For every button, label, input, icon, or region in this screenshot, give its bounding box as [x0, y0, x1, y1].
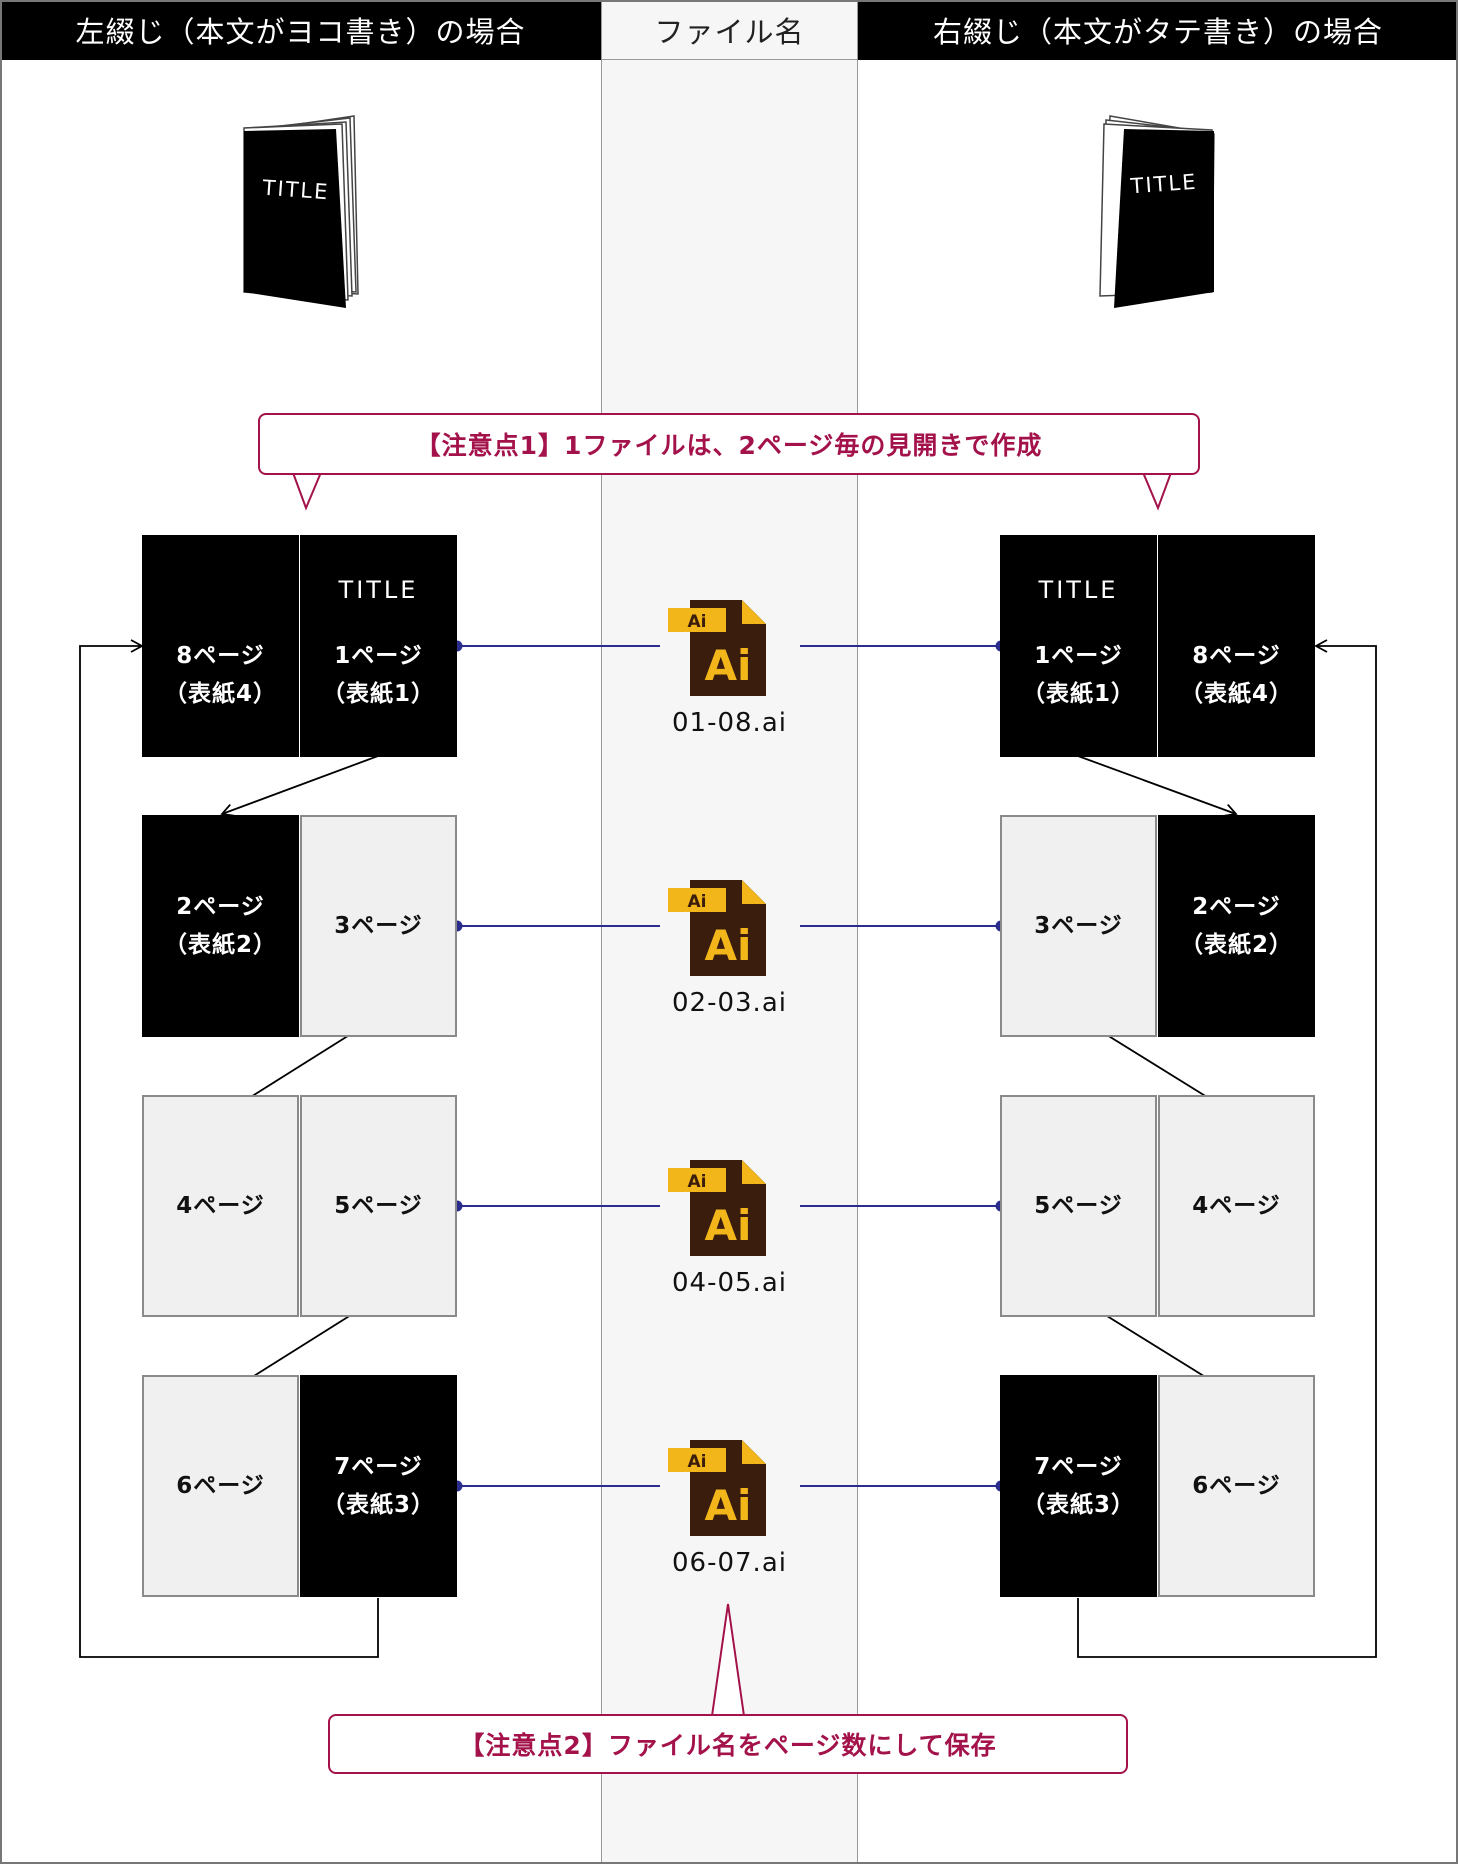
- cover-title: TITLE: [338, 576, 419, 604]
- right-spread-3-page-1: 5ページ: [1000, 1095, 1157, 1317]
- page-label-line: （表紙3）: [1021, 1492, 1135, 1518]
- ai-logo-text: Ai: [705, 1481, 752, 1530]
- page-label-line: （表紙2）: [163, 932, 277, 958]
- file-name-label: 04-05.ai: [672, 1268, 787, 1298]
- page-label-line: （表紙2）: [1179, 932, 1293, 958]
- file-name-label: 02-03.ai: [672, 988, 787, 1018]
- flow-arrow-right-1: [1077, 755, 1238, 817]
- ai-badge-text: Ai: [688, 1172, 707, 1192]
- page-label-line: 4ページ: [176, 1193, 265, 1219]
- left-spread-2-page-2: 3ページ: [300, 815, 457, 1037]
- page-label-line: 8ページ: [176, 643, 265, 669]
- left-spread-4-page-2: 7ページ （表紙3）: [300, 1375, 457, 1597]
- page-label-line: 5ページ: [1034, 1193, 1123, 1219]
- right-spread-3-page-2: 4ページ: [1158, 1095, 1315, 1317]
- page-label-line: 6ページ: [1192, 1473, 1281, 1499]
- page-label-line: 4ページ: [1192, 1193, 1281, 1219]
- ai-logo-text: Ai: [705, 921, 752, 970]
- right-spread-4-page-2: 6ページ: [1158, 1375, 1315, 1597]
- flow-arrow-right-return: [1077, 639, 1377, 1658]
- left-spread-1-page-1: 8ページ （表紙4）: [142, 535, 299, 757]
- book-illustrations: [243, 115, 1215, 308]
- page-label-line: 2ページ: [1192, 894, 1281, 920]
- header-left-binding: 左綴じ（本文がヨコ書き）の場合: [0, 0, 601, 60]
- file-name-label: 01-08.ai: [672, 708, 787, 738]
- right-spread-2-page-1: 3ページ: [1000, 815, 1157, 1037]
- page-label-line: （表紙1）: [321, 681, 435, 707]
- left-spread-2-page-1: 2ページ （表紙2）: [142, 815, 299, 1037]
- left-spread-4-page-1: 6ページ: [142, 1375, 299, 1597]
- left-spread-1-page-2: TITLE 1ページ （表紙1）: [300, 535, 457, 757]
- file-name-label: 06-07.ai: [672, 1548, 787, 1578]
- page-label-line: 6ページ: [176, 1473, 265, 1499]
- page-label-line: 5ページ: [334, 1193, 423, 1219]
- callout-note-2: 【注意点2】ファイル名をページ数にして保存: [328, 1714, 1128, 1774]
- page-label-line: 7ページ: [334, 1454, 423, 1480]
- flow-arrow-left-1: [220, 755, 379, 817]
- ai-logo-text: Ai: [705, 1201, 752, 1250]
- page-label-line: （表紙1）: [1021, 681, 1135, 707]
- page-label-line: 1ページ: [1034, 643, 1123, 669]
- page-label-line: 8ページ: [1192, 643, 1281, 669]
- page-label-line: （表紙3）: [321, 1492, 435, 1518]
- right-spread-1-page-1: TITLE 1ページ （表紙1）: [1000, 535, 1157, 757]
- page-label-line: （表紙4）: [163, 681, 277, 707]
- book-left-bound-icon: [243, 115, 359, 308]
- left-spread-3-page-2: 5ページ: [300, 1095, 457, 1317]
- left-spread-3-page-1: 4ページ: [142, 1095, 299, 1317]
- right-spread-1-page-2: 8ページ （表紙4）: [1158, 535, 1315, 757]
- callout-note-1: 【注意点1】1ファイルは、2ページ毎の見開きで作成: [258, 413, 1200, 475]
- ai-logo-text: Ai: [705, 641, 752, 690]
- book-right-bound-icon: [1099, 115, 1215, 308]
- page-label-line: 3ページ: [1034, 913, 1123, 939]
- page-label-line: 3ページ: [334, 913, 423, 939]
- page-label-line: 7ページ: [1034, 1454, 1123, 1480]
- cover-title: TITLE: [1038, 576, 1119, 604]
- page-label-line: （表紙4）: [1179, 681, 1293, 707]
- ai-badge-text: Ai: [688, 892, 707, 912]
- ai-badge-text: Ai: [688, 612, 707, 632]
- right-spread-2-page-2: 2ページ （表紙2）: [1158, 815, 1315, 1037]
- page-label-line: 1ページ: [334, 643, 423, 669]
- header-file-name: ファイル名: [601, 0, 858, 60]
- ai-badge-text: Ai: [688, 1452, 707, 1472]
- flow-arrow-left-return: [79, 639, 379, 1658]
- right-spread-4-page-1: 7ページ （表紙3）: [1000, 1375, 1157, 1597]
- page-label-line: 2ページ: [176, 894, 265, 920]
- header-right-binding: 右綴じ（本文がタテ書き）の場合: [858, 0, 1458, 60]
